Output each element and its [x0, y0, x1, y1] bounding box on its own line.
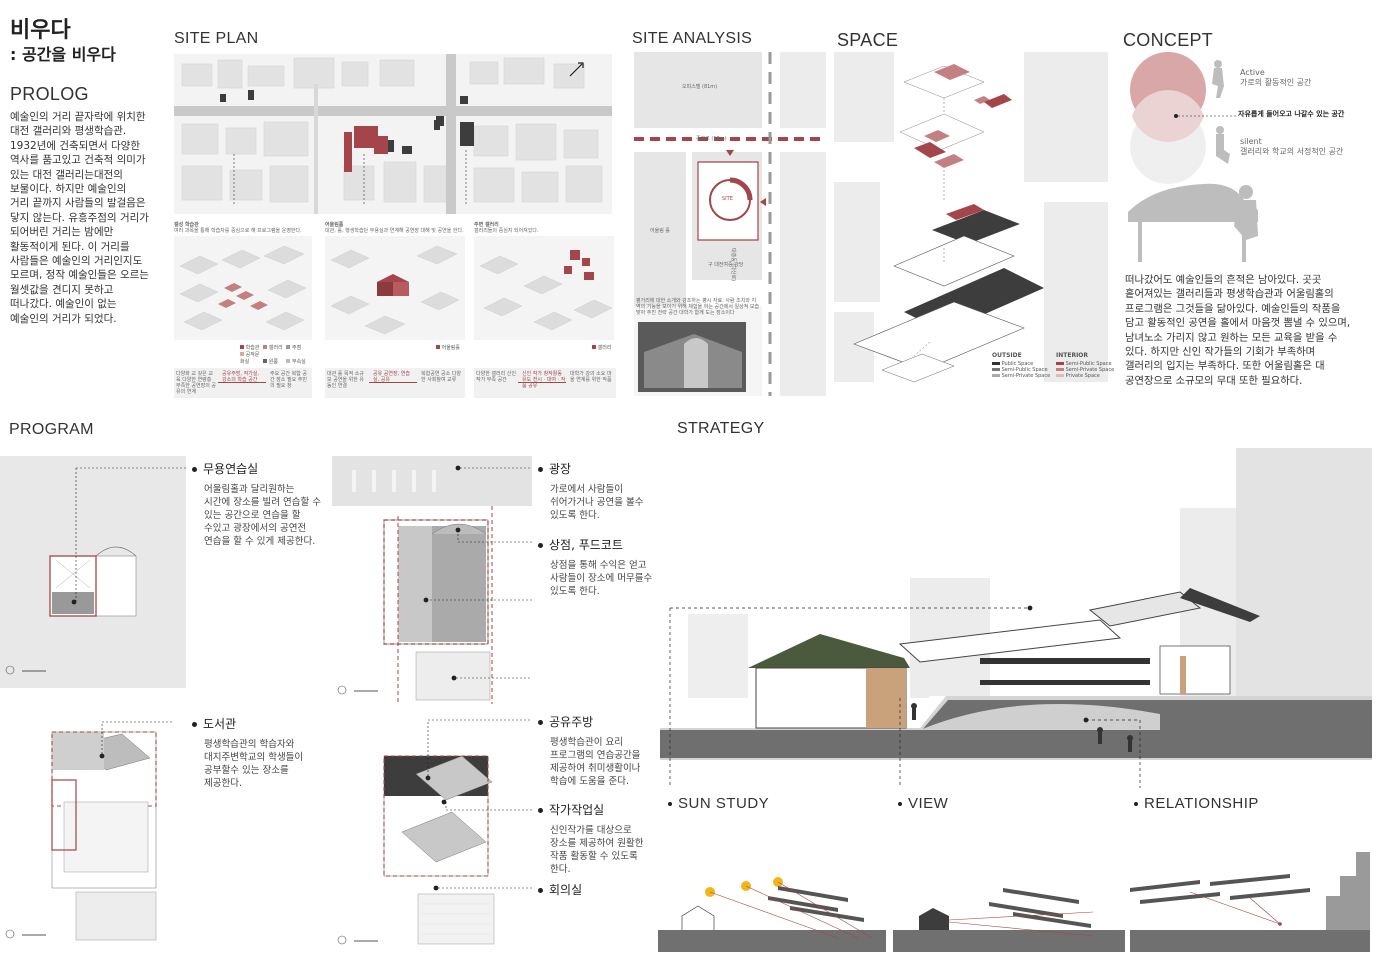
prolog-heading: PROLOG — [10, 84, 89, 104]
program-plan-4 — [332, 712, 532, 950]
sa-label-top: 오피스텔 (81m) — [682, 84, 718, 90]
sa-description: 평가리에 대한 소개와 강조하는 평시 자료. 사람 조치와 지역의 기능을 보… — [636, 298, 760, 316]
concept-middle: 자유롭게 들어오고 나갈수 있는 공간 — [1238, 110, 1345, 118]
program-plan-2 — [332, 456, 532, 706]
sa-label-bottom: 구 대전여중 강당 — [708, 262, 744, 268]
bullet-icon — [538, 467, 543, 472]
bullet-icon — [538, 808, 543, 813]
program-plan-1 — [0, 456, 186, 688]
flow-row-3: 다양한 갤러리 신인 작가 부족 공간 신인 작가 창작활동 유도 전시 · 대… — [474, 368, 616, 398]
program-heading: PROGRAM — [9, 421, 94, 438]
sa-label-site: SITE — [722, 196, 733, 202]
site-plan-legend-1: 학습관 갤러리 주점 공작문화실 원룸 부속실 — [240, 345, 306, 365]
site-plan-legend-3: 갤러리 — [592, 344, 611, 351]
page-title: 비우다 — [10, 18, 71, 43]
space-axon-diagram — [834, 52, 1108, 396]
space-legend: OUTSIDE Public Space Semi-Public Space S… — [992, 352, 1051, 379]
bullet-icon — [538, 543, 543, 548]
sa-label-left: 어울림 홀 — [650, 228, 670, 234]
flow-row-2: 대관 홀 목적 소규모 공연을 위한 유동인 연결 공유 공연장, 연습실, 공… — [325, 368, 465, 398]
space-heading: SPACE — [837, 30, 899, 50]
site-plan-legend-2: 어울림홀 — [436, 344, 460, 351]
relationship-diagram — [1130, 852, 1370, 952]
page-subtitle: : 공간을 비우다 — [10, 45, 116, 64]
site-plan-axon-2 — [325, 236, 465, 340]
bullet-icon — [1134, 802, 1138, 807]
site-plan-axon-1 — [174, 236, 312, 340]
strategy-section-diagram — [660, 448, 1372, 788]
program-plan-3 — [0, 712, 172, 944]
strategy-label-sun-study: SUN STUDY — [668, 795, 769, 812]
strategy-label-relationship: RELATIONSHIP — [1134, 795, 1259, 812]
bullet-icon — [538, 720, 543, 725]
site-analysis-heading: SITE ANALYSIS — [632, 30, 753, 47]
site-plan-heading: SITE PLAN — [174, 30, 259, 47]
bullet-icon — [192, 467, 197, 472]
bullet-icon — [898, 802, 902, 807]
bullet-icon — [668, 802, 672, 807]
sa-label-vertical: 대흥동 (다산로) — [730, 248, 736, 282]
view-diagram — [893, 888, 1125, 952]
strategy-label-view: VIEW — [898, 795, 948, 812]
concept-diagram — [1128, 52, 1258, 262]
bullet-icon — [192, 722, 197, 727]
sun-study-diagram — [658, 877, 886, 952]
space-legend-interior: INTERIOR Semi-Public Space Semi-Private … — [1056, 352, 1115, 379]
site-analysis-map — [634, 52, 826, 396]
program-item-meeting: 회의실 — [538, 881, 668, 898]
bullet-icon — [538, 888, 543, 893]
sa-label-street: 중교로 (18m) — [696, 136, 727, 142]
site-plan-map — [174, 54, 612, 214]
concept-heading: CONCEPT — [1123, 30, 1214, 50]
strategy-heading: STRATEGY — [677, 420, 765, 437]
site-plan-axon-3 — [474, 236, 614, 340]
flow-row-1: 다양화 교 갖은 교육 다양한 연령층 부족한 공연장의 공유의 연계 공유주방… — [174, 368, 312, 398]
